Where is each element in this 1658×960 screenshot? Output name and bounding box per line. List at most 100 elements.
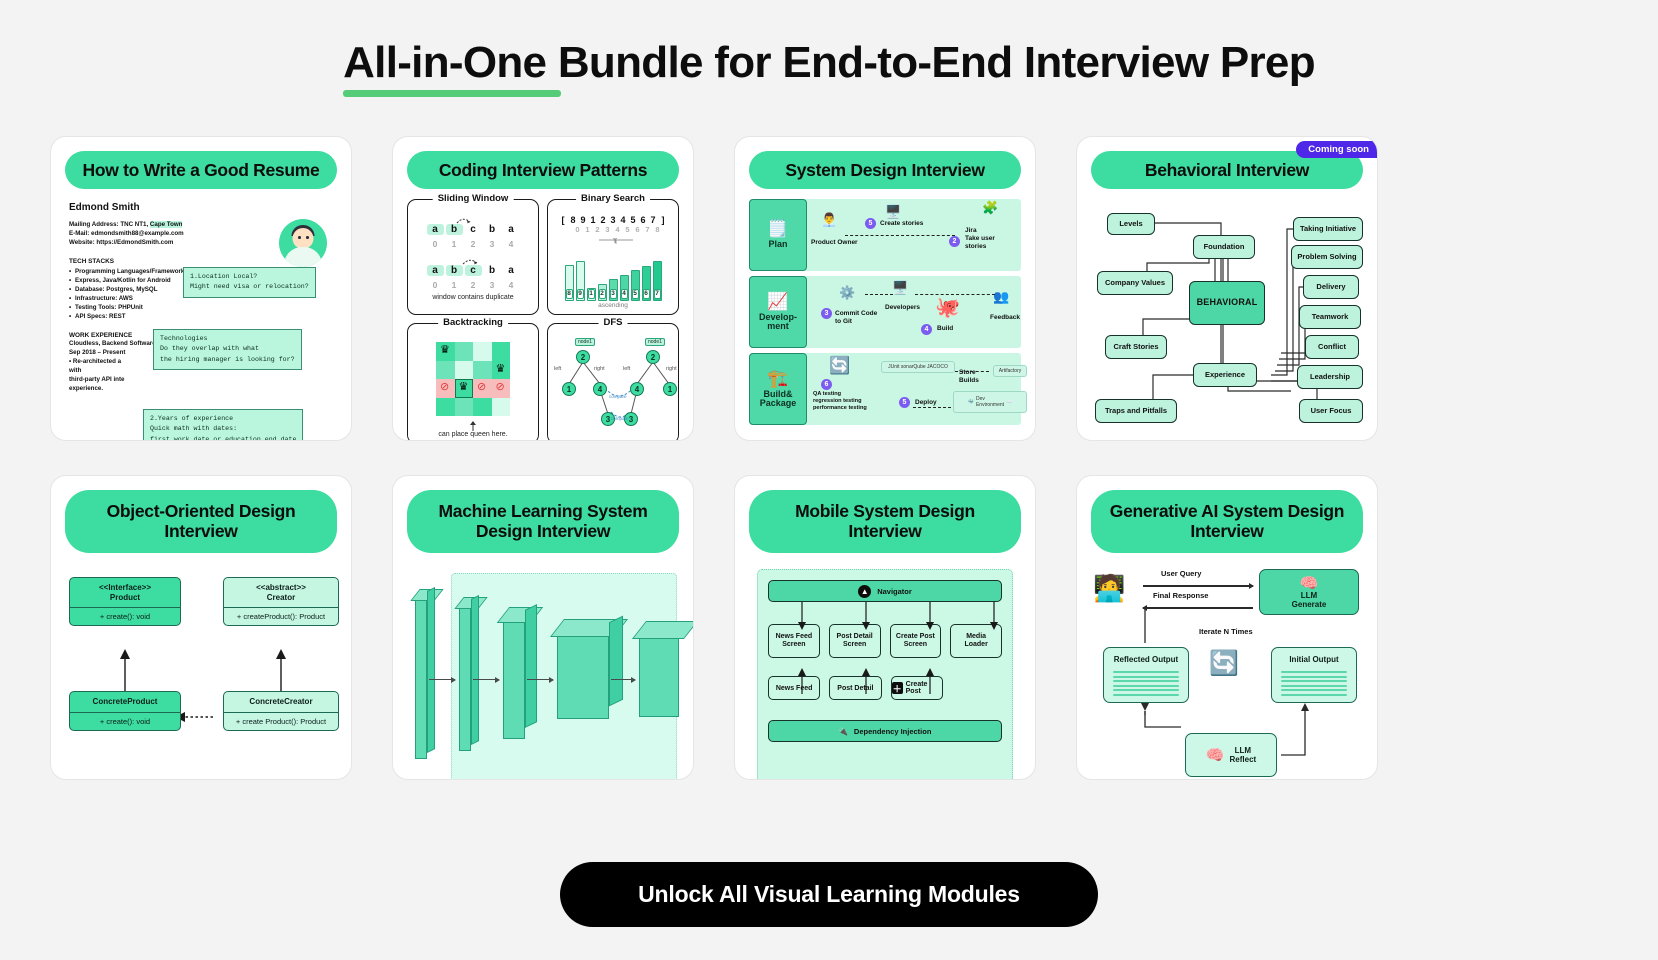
stage-label: Build& Package <box>759 388 797 409</box>
card-system-design[interactable]: System Design Interview 🗒️ Plan 👨‍💼 Prod… <box>734 136 1036 441</box>
cloud-icon: ☁️ <box>1006 399 1013 406</box>
bar-label: 1 <box>587 289 595 300</box>
dfs-node: 1 <box>663 382 677 397</box>
cell: 5 <box>630 215 636 226</box>
text-lines-graphic <box>1113 668 1179 698</box>
list-item: Express, Java/Kotlin for Android <box>69 277 335 286</box>
card-ml-system-design[interactable]: Machine Learning System Design Interview <box>392 475 694 780</box>
bar-label: 7 <box>653 289 661 300</box>
screen-news-feed: News Feed Screen <box>768 624 820 659</box>
nn-arrow <box>611 676 636 684</box>
cell: ] <box>661 215 665 226</box>
panel-label-dfs: DFS <box>598 317 628 329</box>
uml-stereotype: <<abstract>> <box>256 583 306 593</box>
card-resume[interactable]: How to Write a Good Resume Edmond Smith … <box>50 136 352 441</box>
flow-line <box>865 294 893 296</box>
cell: a <box>426 265 444 277</box>
module-grid: How to Write a Good Resume Edmond Smith … <box>50 136 1608 780</box>
panel-label-sliding-window: Sliding Window <box>432 193 514 205</box>
resume-callout-location: 1.Location Local? Might need visa or rel… <box>183 267 316 298</box>
panel-binary-search: Binary Search [ 8 9 1 2 3 4 5 6 7 <box>547 193 679 316</box>
dependency-injection-bar: 🔌 Dependency Injection <box>768 720 1002 743</box>
resume-work-4: with <box>69 367 82 374</box>
label-dev-environment: Dev Environment <box>975 396 1005 409</box>
cell: 3 <box>605 225 610 235</box>
resume-email: E-Mail: edmondsmith88@example.com <box>69 229 184 237</box>
navigator-label: Navigator <box>877 586 912 596</box>
uml-class-name: Creator <box>266 592 296 602</box>
cell: a <box>508 265 514 277</box>
box-reflected-output: Reflected Output <box>1103 647 1189 704</box>
resume-website: Website: https://EdmondSmith.com <box>69 238 174 246</box>
uml-member: + create Product(): Product <box>224 711 338 730</box>
cell: 3 <box>610 215 616 226</box>
uml-class-name: ConcreteProduct <box>92 697 158 707</box>
card-body-genai: 🧑‍💻 User Query Final Response 🧠 LLM Gene… <box>1091 563 1363 779</box>
jira-icon: 🧩 <box>982 200 999 216</box>
box-label: Initial Output <box>1289 655 1339 665</box>
label-iterate: Iterate N Times <box>1199 627 1253 637</box>
development-icon: 📈 <box>767 291 789 311</box>
step-number: 4 <box>921 324 932 336</box>
page-title-text: All-in-One Bundle for End-to-End Intervi… <box>343 38 1315 87</box>
resume-mailing: Mailing Address: TNC NT1, Cape Town <box>69 220 335 230</box>
text-lines-graphic <box>1281 668 1347 698</box>
mobile-architecture-diagram: ▲ Navigator News Feed Screen Post Detail… <box>757 569 1013 779</box>
sliding-window-row-2: a b c b a <box>413 265 533 277</box>
unlock-modules-button[interactable]: Unlock All Visual Learning Modules <box>560 862 1098 927</box>
resume-mailing-label: Mailing Address: TNC NT1, <box>69 220 149 228</box>
neural-network-diagram <box>407 563 693 779</box>
nn-layer <box>557 635 609 720</box>
mindmap-node-user-focus: User Focus <box>1299 399 1363 424</box>
nn-layer <box>503 621 525 740</box>
backtracking-caption: can place queen here. <box>438 431 508 439</box>
cell: 7 <box>650 215 656 226</box>
card-coding-patterns[interactable]: Coding Interview Patterns Sliding Window… <box>392 136 694 441</box>
uml-header: <<abstract>> Creator <box>224 578 338 607</box>
card-body-ood: <<Interface>> Product + create(): void <… <box>65 563 339 779</box>
label-user-query: User Query <box>1161 569 1202 579</box>
card-title-mobile: Mobile System Design Interview <box>749 490 1021 554</box>
resume-callout-experience: 2.Years of experience Quick math with da… <box>143 409 304 440</box>
dfs-label-left-2: left <box>623 366 631 373</box>
label-store-builds: Store Builds <box>959 369 979 384</box>
stage-development: 📈 Develop- ment <box>749 276 807 349</box>
feature-post-detail: Post Detail <box>829 676 882 701</box>
feedback-icon: 👥 <box>993 289 1010 305</box>
cell: 6 <box>640 215 646 226</box>
cell: a <box>508 224 514 236</box>
binary-search-indices: 0 1 2 3 4 5 6 7 8 <box>553 225 673 234</box>
nn-layer-side <box>427 587 435 754</box>
box-llm-generate: 🧠 LLM Generate <box>1259 569 1359 616</box>
card-mobile-system-design[interactable]: Mobile System Design Interview ▲ Navigat… <box>734 475 1036 780</box>
brain-icon: 🧠 <box>1205 746 1225 764</box>
uml-stereotype: <<Interface>> <box>98 583 152 593</box>
dfs-diagram: node1 node1 2 1 4 3 2 4 1 3 left right <box>553 338 677 430</box>
cell: 1 <box>451 239 457 250</box>
resume-tech-list: Programming Languages/Frameworks: PHP/La… <box>69 268 335 322</box>
cell: 0 <box>432 280 438 291</box>
qa-cycle-icon: 🔄 <box>829 356 851 376</box>
flow-line <box>955 371 989 373</box>
cell: a <box>426 224 444 236</box>
arrow-user-query <box>1143 581 1254 590</box>
feature-create-post: ＋ Create Post <box>890 676 943 701</box>
box-llm-reflect: 🧠 LLM Reflect <box>1185 733 1277 778</box>
uml-class-concrete-creator: ConcreteCreator + create Product(): Prod… <box>223 691 339 731</box>
label-create-stories: Create stories <box>880 220 924 228</box>
uml-class-creator: <<abstract>> Creator + createProduct(): … <box>223 577 339 627</box>
developers-icon: 🖥️ <box>892 280 909 296</box>
dfs-compare-label: compare <box>609 394 627 400</box>
product-owner-icon: 👨‍💼 <box>821 212 838 228</box>
dfs-label-right-2: right <box>666 366 677 373</box>
card-object-oriented-design[interactable]: Object-Oriented Design Interview <<Inter… <box>50 475 352 780</box>
nn-arrow <box>429 676 456 684</box>
pipeline-row-build-package: 🏗️ Build& Package 🔄 6 QA testing regress… <box>749 353 1027 426</box>
resume-section-work: WORK EXPERIENCE <box>69 331 133 339</box>
card-genai-system-design[interactable]: Generative AI System Design Interview 🧑‍… <box>1076 475 1378 780</box>
screen-row: News Feed Screen Post Detail Screen Crea… <box>768 624 1002 659</box>
stage-build-package: 🏗️ Build& Package <box>749 353 807 426</box>
card-behavioral[interactable]: Coming soon Behavioral Interview <box>1076 136 1378 441</box>
uml-class-name: ConcreteCreator <box>249 697 313 707</box>
card-body-coding: Sliding Window a b c b a 0 <box>407 193 679 440</box>
